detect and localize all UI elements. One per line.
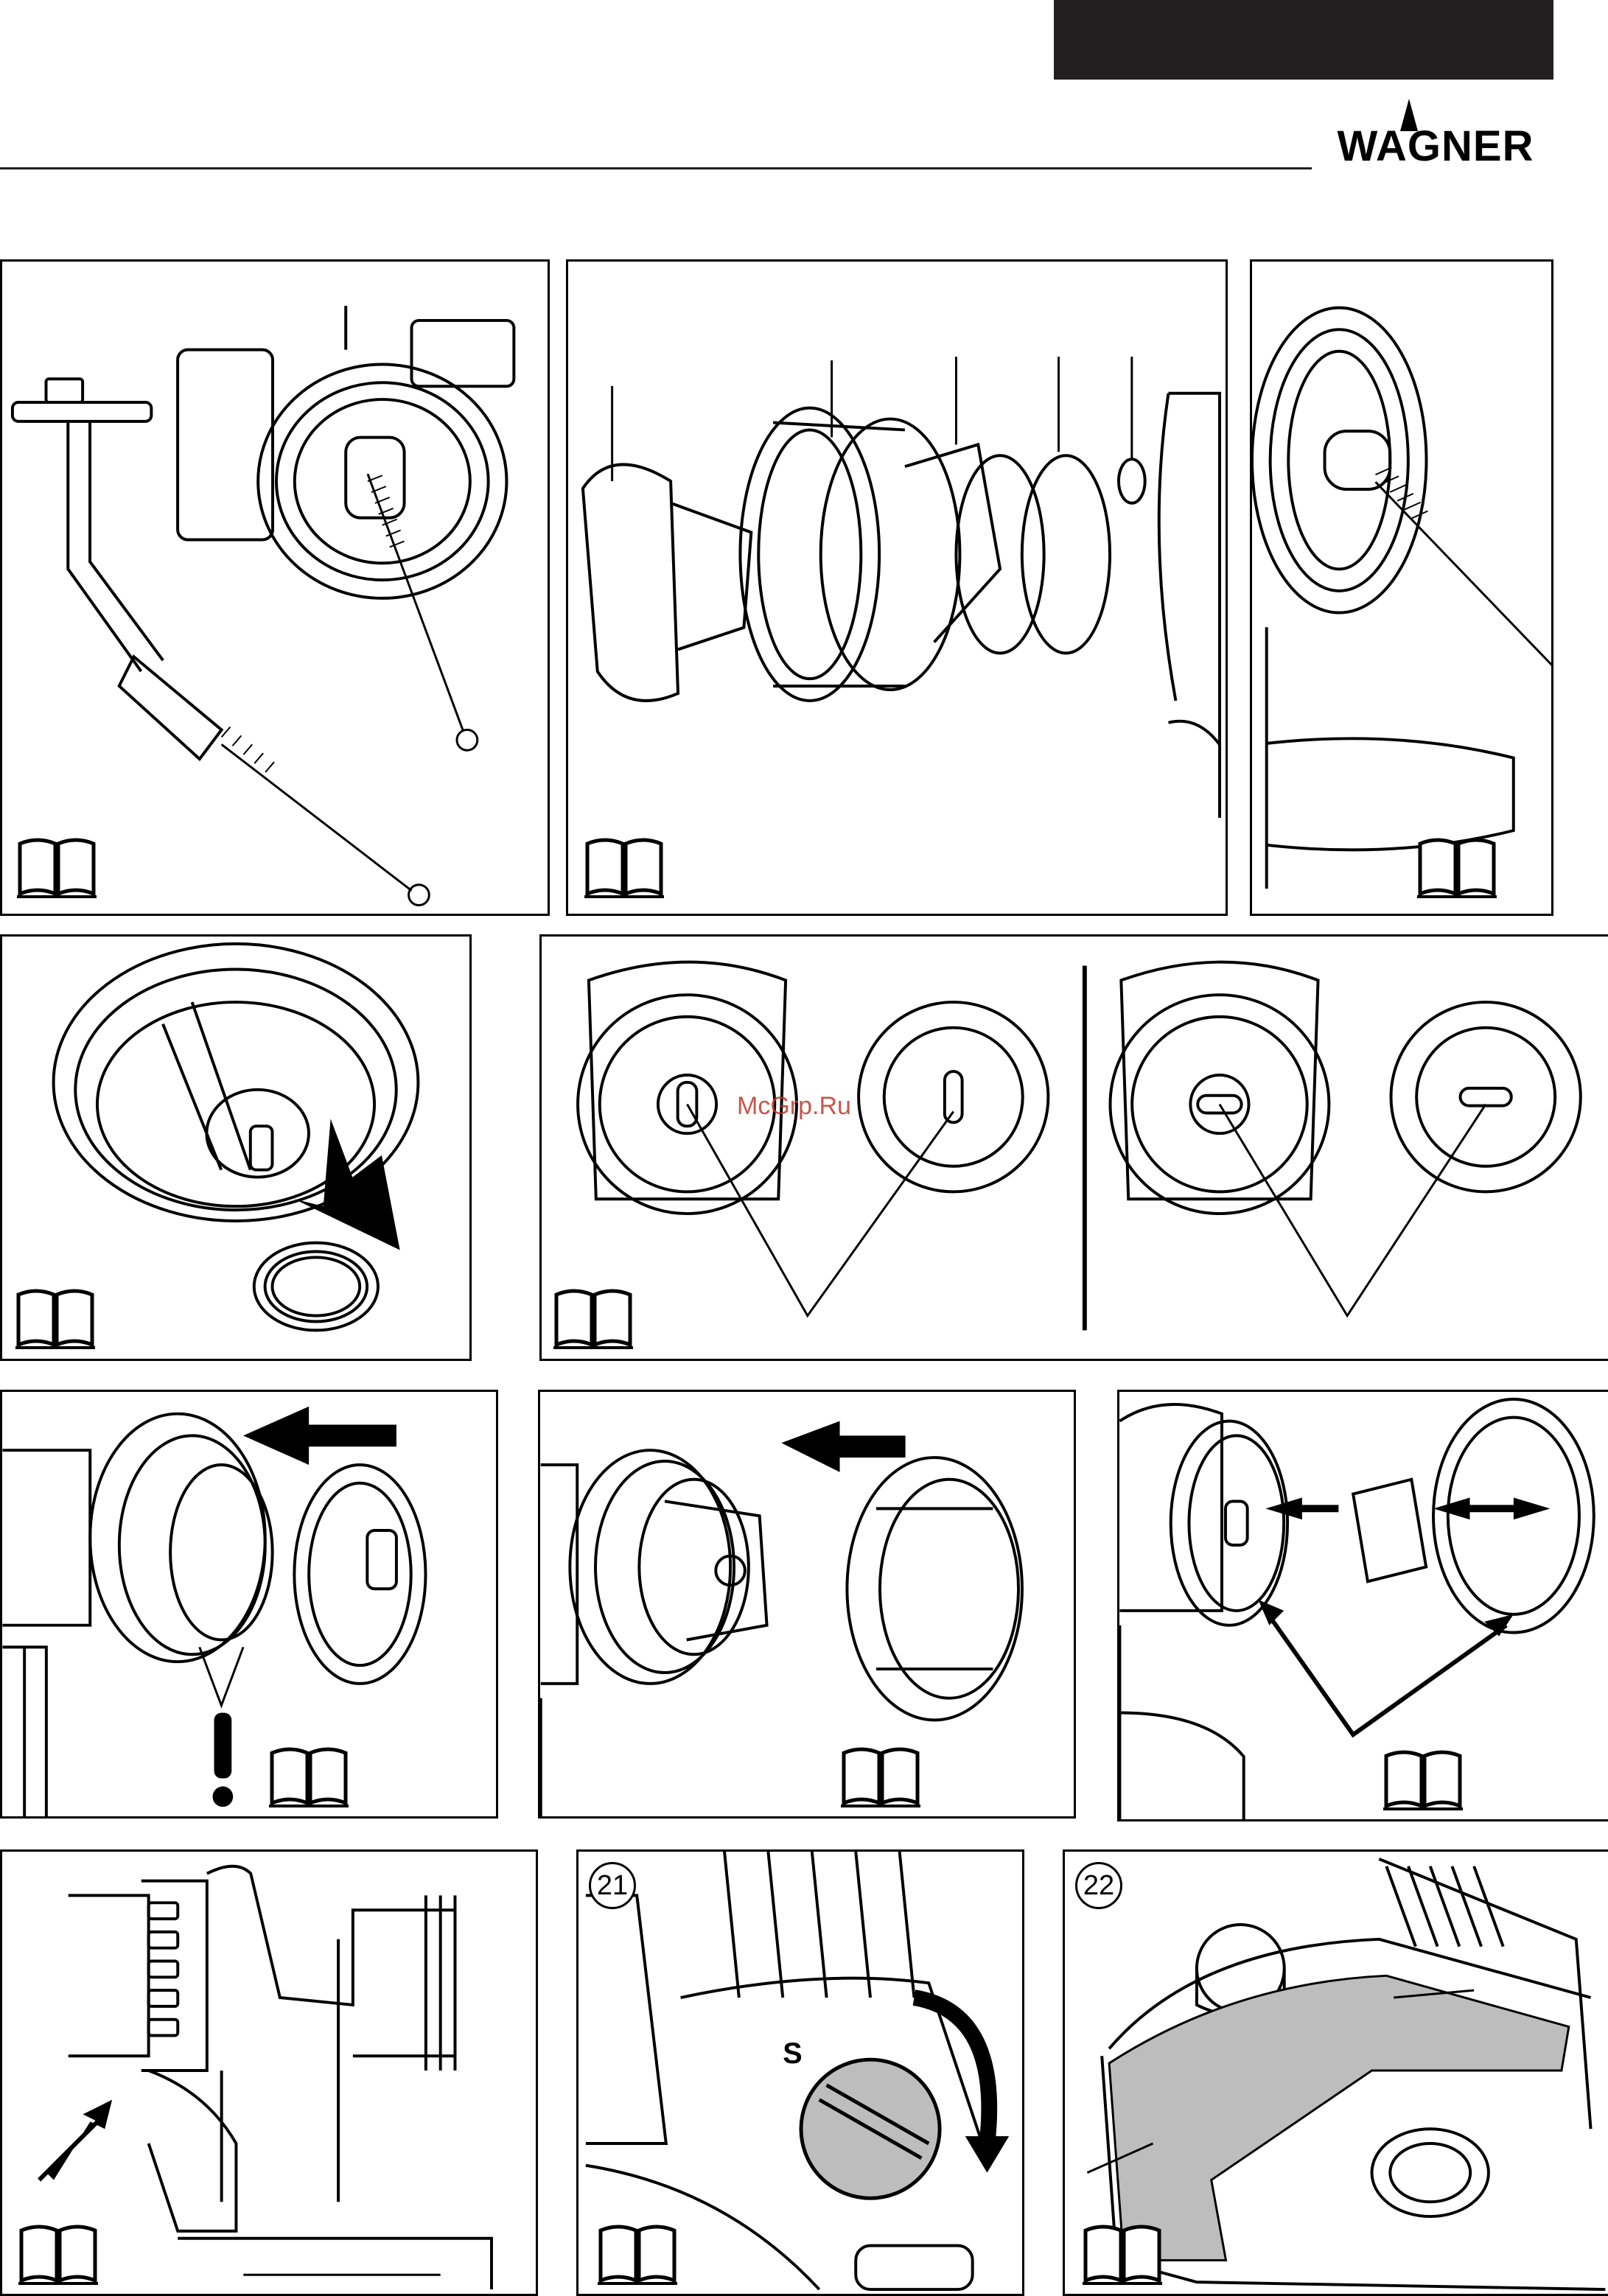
step-panel-1 bbox=[0, 259, 550, 916]
nozzle-exploded-view-illustration bbox=[568, 262, 1226, 914]
step-panel-6 bbox=[0, 1390, 498, 1819]
step-panel-7 bbox=[538, 1390, 1076, 1819]
step-panel-21: S 21 bbox=[576, 1849, 1024, 2296]
nozzle-attach-warning-illustration bbox=[2, 1392, 496, 1816]
manual-book-icon bbox=[17, 2220, 99, 2285]
step-panel-4 bbox=[0, 934, 472, 1361]
step-panel-22: 22 bbox=[1063, 1849, 1608, 2296]
nozzle-ring-attach-illustration bbox=[540, 1392, 1074, 1816]
manual-book-icon bbox=[552, 1284, 635, 1349]
manual-book-icon bbox=[15, 833, 98, 898]
warning-exclamation-icon bbox=[213, 1712, 234, 1807]
manual-book-icon bbox=[1081, 2220, 1164, 2285]
manual-book-icon bbox=[1382, 1746, 1464, 1810]
step-number-badge: 21 bbox=[589, 1862, 636, 1909]
svg-text:S: S bbox=[783, 2037, 802, 2070]
manual-book-icon bbox=[583, 833, 665, 898]
brand-name: WAGNER bbox=[1316, 122, 1555, 171]
nozzle-brush-cleaning-illustration bbox=[2, 262, 548, 914]
step-panel-5 bbox=[539, 934, 1608, 1361]
air-cap-alignment-illustration bbox=[1119, 1392, 1608, 1819]
step-panel-2 bbox=[566, 259, 1228, 916]
manual-book-icon bbox=[839, 1743, 922, 1807]
step-panel-3 bbox=[1250, 259, 1553, 916]
nozzle-orientation-illustration bbox=[542, 937, 1608, 1359]
manual-book-icon bbox=[14, 1284, 97, 1349]
manual-book-icon bbox=[268, 1743, 350, 1807]
header-rule bbox=[0, 167, 1312, 169]
watermark: McGrp.Ru bbox=[737, 1092, 851, 1121]
manual-book-icon bbox=[596, 2220, 679, 2285]
air-cap-brush-illustration bbox=[1252, 262, 1551, 914]
wagner-logo: WAGNER bbox=[1316, 99, 1555, 172]
step-panel-9 bbox=[0, 1849, 538, 2296]
step-panel-8 bbox=[1117, 1390, 1608, 1821]
manual-book-icon bbox=[1416, 833, 1498, 898]
header-black-bar bbox=[1054, 0, 1553, 80]
step-number-badge: 22 bbox=[1075, 1862, 1122, 1909]
